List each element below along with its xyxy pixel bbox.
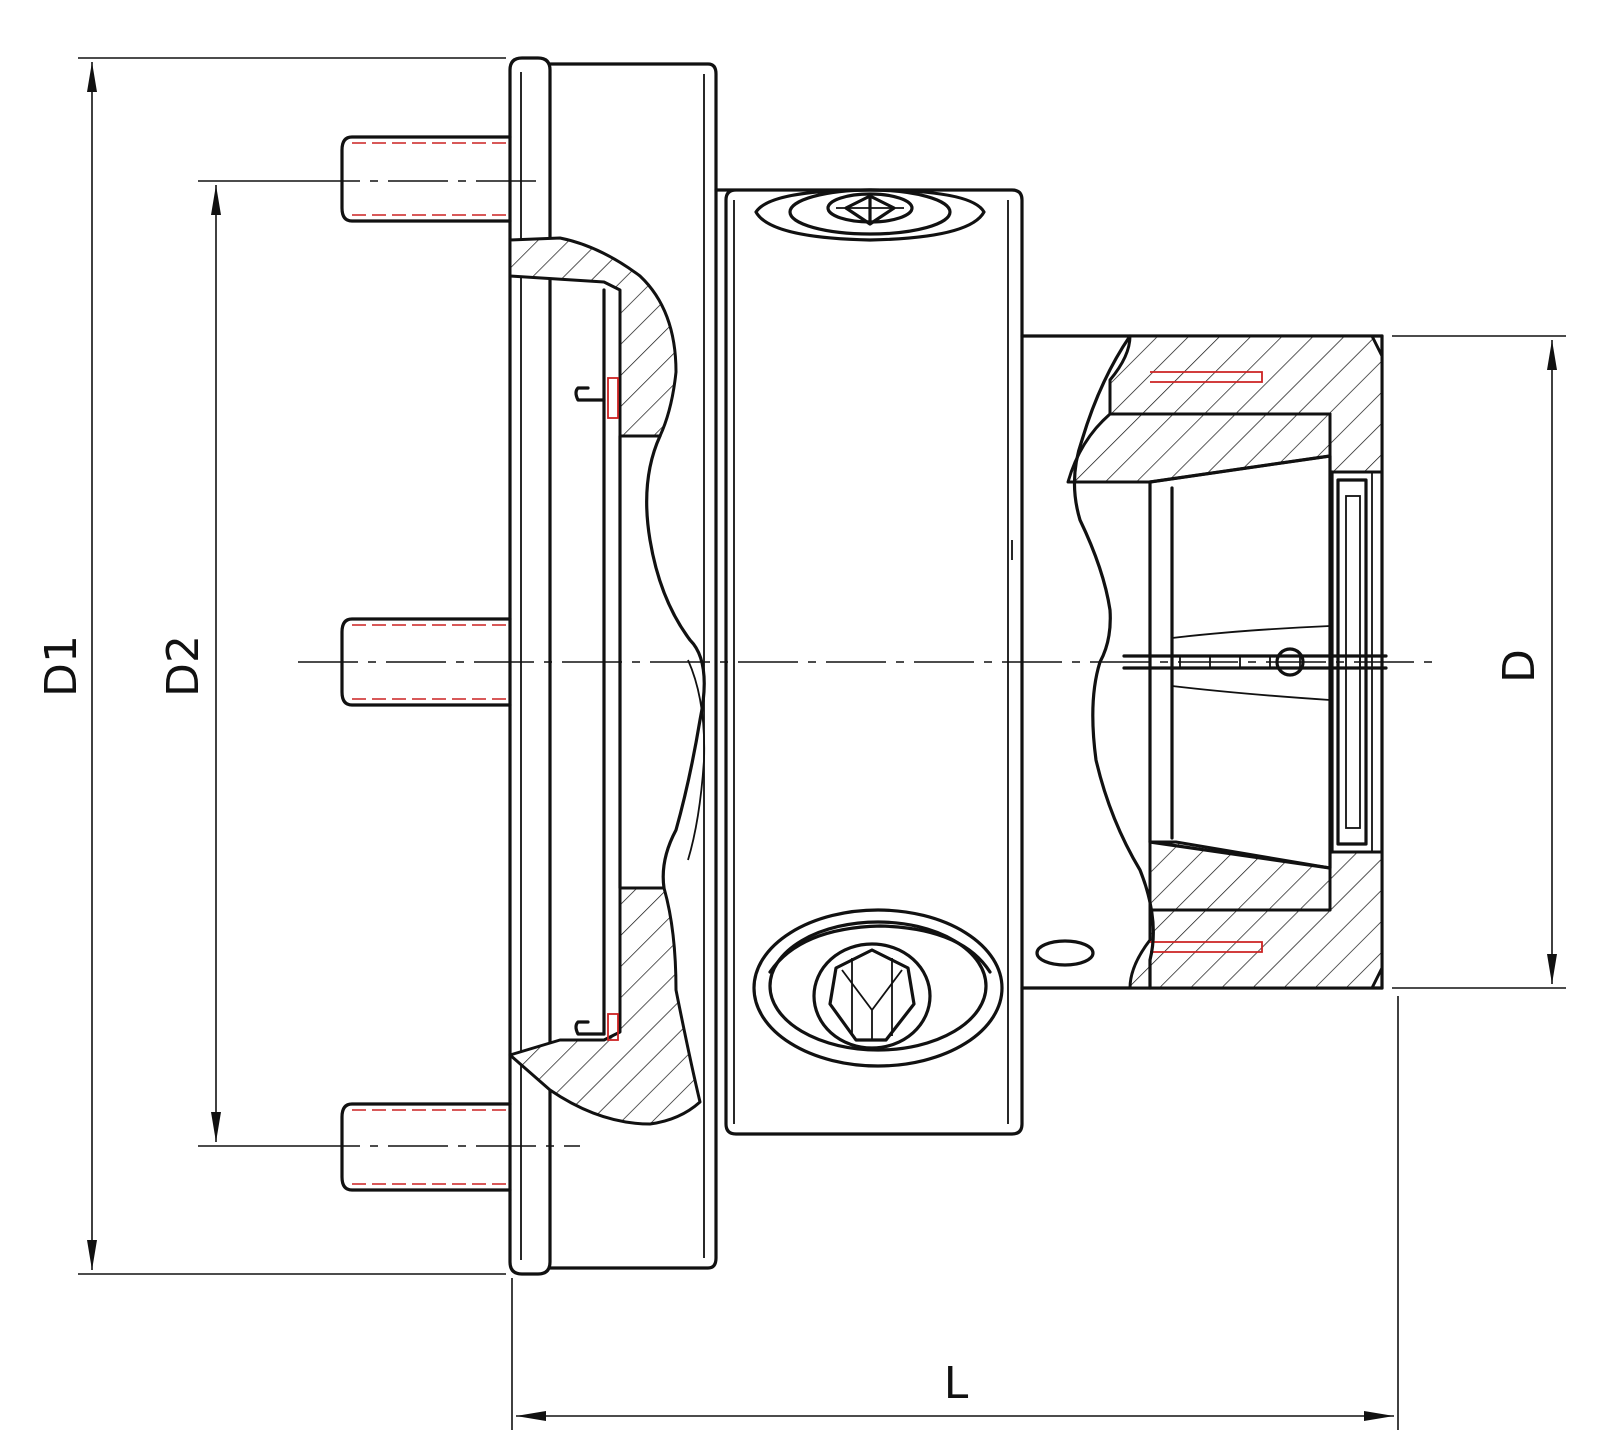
- l-label: L: [944, 1358, 969, 1409]
- adjustment-screw-top: [754, 188, 986, 242]
- mounting-bolts: [340, 135, 512, 1192]
- bolt-bottom: [340, 1102, 512, 1192]
- flange-section: [508, 236, 706, 1126]
- dimension-l: L: [511, 996, 1399, 1430]
- collet-nose: [1020, 334, 1388, 990]
- d-label: D: [1494, 649, 1545, 683]
- bolt-top: [340, 135, 512, 223]
- main-body: [714, 188, 1024, 1136]
- d1-label: D1: [36, 635, 87, 697]
- dimension-d: D: [1392, 335, 1566, 989]
- dimension-d2: D2: [158, 180, 300, 1147]
- d2-label: D2: [158, 635, 209, 697]
- adjustment-screw-bottom: [752, 908, 1004, 1068]
- dimension-d1: D1: [36, 57, 506, 1275]
- bolt-middle: [340, 617, 512, 707]
- set-screw-hole: [1035, 939, 1095, 967]
- center-lines: [298, 180, 1440, 1147]
